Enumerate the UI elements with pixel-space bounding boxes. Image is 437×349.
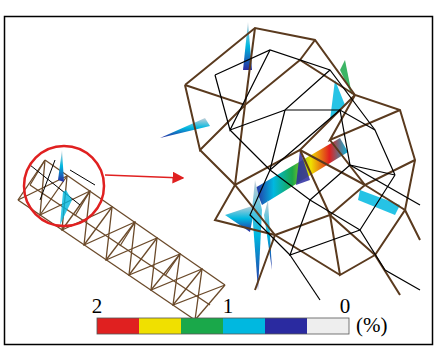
colorbar bbox=[97, 318, 349, 334]
unit-label: (%) bbox=[356, 315, 387, 336]
tick-label: 1 bbox=[223, 296, 234, 317]
tick-label: 0 bbox=[340, 296, 351, 317]
tick-label: 2 bbox=[92, 296, 103, 317]
